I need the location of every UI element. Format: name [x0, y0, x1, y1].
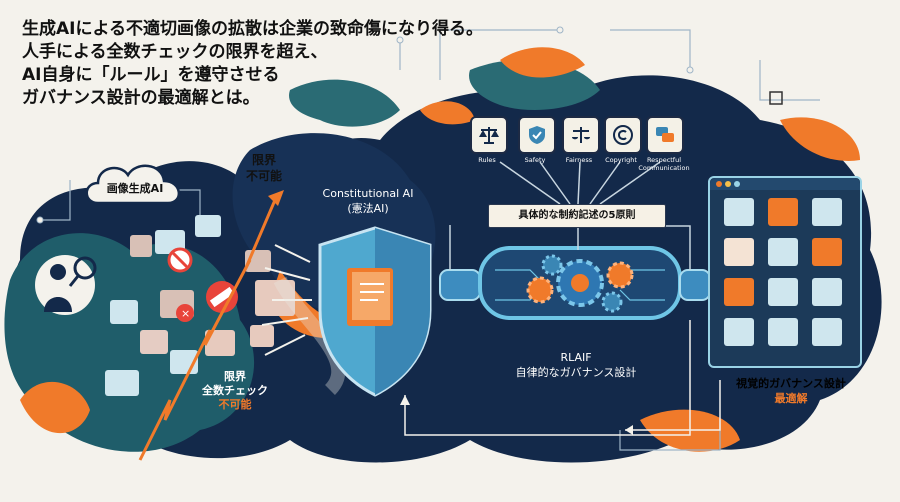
top-teal-blob: [289, 79, 400, 127]
circuit-square: [769, 91, 783, 105]
chart-tile: [768, 278, 798, 306]
copyright-icon: [604, 116, 642, 154]
visual-governance-label: 視覚的ガバナンス設計 最適解: [706, 376, 876, 406]
principle-label-rules: Rules: [478, 156, 496, 164]
limit-top-line-1: 限界: [252, 153, 277, 167]
chat-bubbles-icon: [646, 116, 684, 154]
person-head: [50, 264, 66, 280]
principle-label-fairness: Fairness: [565, 156, 593, 164]
close-icon: [176, 304, 194, 322]
cloud-label: 画像生成AI: [106, 182, 164, 195]
principle-label-copyright: Copyright: [605, 156, 637, 164]
limit-label-top: 限界 不可能: [246, 152, 282, 184]
scales-icon: [470, 116, 508, 154]
shield-check-icon: [518, 116, 556, 154]
portrait-tile: [768, 198, 798, 226]
image-tile: [768, 318, 798, 346]
banner-arrows: [449, 161, 691, 270]
headline: 生成AIによる不適切画像の拡散は企業の致命傷になり得る。 人手による全数チェック…: [22, 18, 483, 110]
orange-accent-small: [420, 101, 475, 125]
rlaif-title-1: RLAIF: [560, 351, 592, 364]
image-grid-panel: [708, 176, 862, 368]
image-tile: [724, 198, 754, 226]
image-tile: [724, 278, 754, 306]
incoming-arrows: [261, 244, 312, 356]
orange-accent-right: [780, 117, 860, 161]
camera-tile: [812, 278, 842, 306]
pipe-left: [439, 269, 481, 301]
rlaif-title-2: 自律的なガバナンス設計: [515, 366, 637, 379]
image-tile: [812, 198, 842, 226]
headline-line-1: 生成AIによる不適切画像の拡散は企業の致命傷になり得る。: [22, 19, 483, 39]
rlaif-label: RLAIF 自律的なガバナンス設計: [486, 350, 666, 380]
limit-bottom-line-2: 全数チェック: [202, 384, 268, 397]
limit-bottom-line-3: 不可能: [218, 398, 252, 411]
visual-title-2: 最適解: [774, 392, 808, 405]
constitutional-ai-title: Constitutional AI (憲法AI): [303, 186, 433, 216]
image-tile: [724, 318, 754, 346]
principle-label-safety: Safety: [524, 156, 546, 164]
constitutional-title-2: (憲法AI): [347, 202, 389, 215]
svg-text:×: ×: [181, 307, 190, 320]
feedback-loop: [404, 320, 691, 436]
limit-bottom-line-1: 限界: [224, 370, 246, 383]
orange-accent-top: [500, 47, 585, 78]
image-tile: [768, 238, 798, 266]
headline-line-2: 人手による全数チェックの限界を超え、: [22, 42, 328, 62]
limit-top-line-2: 不可能: [246, 169, 283, 183]
circuit-nodes: [36, 26, 694, 224]
principles-banner: 具体的な制約記述の5原則: [488, 204, 666, 228]
pipe-right: [679, 269, 711, 301]
crack-line: [138, 199, 277, 461]
balance-icon: [562, 116, 600, 154]
settings-tile: [812, 318, 842, 346]
principle-label-respectful: Respectful Communication: [638, 156, 690, 172]
headline-line-3: AI自身に「ルール」を遵守させる: [22, 65, 280, 85]
video-tile: [812, 238, 842, 266]
circuit-lines: [40, 29, 820, 451]
gears-icon: [526, 254, 634, 313]
visual-title-1: 視覚的ガバナンス設計: [736, 377, 846, 390]
image-thumbnails: [105, 215, 295, 396]
constitutional-title-1: Constitutional AI: [322, 187, 414, 200]
cloud-icon: [85, 164, 180, 205]
headline-line-4: ガバナンス設計の最適解とは。: [22, 88, 260, 108]
limit-label-bottom: 限界 全数チェック 不可能: [195, 370, 275, 412]
magnifier-icon: [73, 256, 97, 280]
person-body: [44, 297, 72, 312]
orange-accent-left: [20, 381, 90, 434]
panel-titlebar: [710, 178, 860, 190]
portrait-tile: [724, 238, 754, 266]
